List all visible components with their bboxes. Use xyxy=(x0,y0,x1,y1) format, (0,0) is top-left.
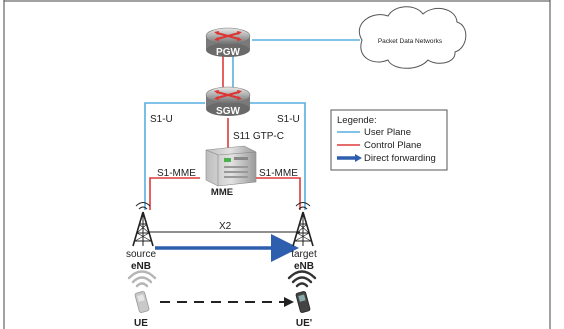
s1mme-left-label: S1-MME xyxy=(157,168,196,179)
source-enb-tower-icon xyxy=(132,202,154,247)
s1mme-right-line xyxy=(255,177,301,210)
pgw-label: PGW xyxy=(216,47,240,58)
s1u-left-line xyxy=(144,102,205,210)
target-enb-line2: eNB xyxy=(294,261,314,272)
source-ue-phone-icon xyxy=(134,291,150,313)
sgw-router-icon: SGW xyxy=(205,86,251,117)
s1u-right-line xyxy=(250,102,306,210)
target-ue-phone-icon xyxy=(295,291,311,313)
sgw-label: SGW xyxy=(216,106,240,117)
target-ue-signal-icon xyxy=(287,270,317,288)
s1mme-right-label: S1-MME xyxy=(259,168,298,179)
legend-box xyxy=(330,109,448,171)
legend-direct-forwarding-label: Direct forwarding xyxy=(364,153,436,164)
pdn-label: Packet Data Networks xyxy=(378,38,443,45)
source-ue-label: UE xyxy=(134,318,148,329)
ue-movement-arrowhead xyxy=(284,297,294,307)
packet-data-networks-cloud: Packet Data Networks xyxy=(359,6,467,69)
legend-title: Legende: xyxy=(337,115,377,126)
target-ue-label: UE' xyxy=(296,318,312,329)
s1u-right-label: S1-U xyxy=(277,114,300,125)
target-enb-tower-icon xyxy=(292,202,314,247)
s11-label: S11 GTP-C xyxy=(233,131,284,142)
mme-server-icon: MME xyxy=(205,145,257,198)
source-enb-line1: source xyxy=(126,249,156,260)
mme-label: MME xyxy=(211,187,233,198)
source-ue-signal-icon xyxy=(127,270,157,288)
s1mme-left-line xyxy=(149,177,200,210)
legend: Legende: User Plane Control Plane Direct… xyxy=(330,109,448,171)
source-enb-line2: eNB xyxy=(131,261,151,272)
legend-control-plane-label: Control Plane xyxy=(364,140,422,151)
x2-label: X2 xyxy=(219,221,232,232)
legend-user-plane-label: User Plane xyxy=(364,127,411,138)
pgw-router-icon: PGW xyxy=(205,27,251,58)
s1u-left-label: S1-U xyxy=(150,114,173,125)
legend-direct-forwarding-arrowhead xyxy=(355,154,362,162)
target-enb-line1: target xyxy=(291,249,317,260)
